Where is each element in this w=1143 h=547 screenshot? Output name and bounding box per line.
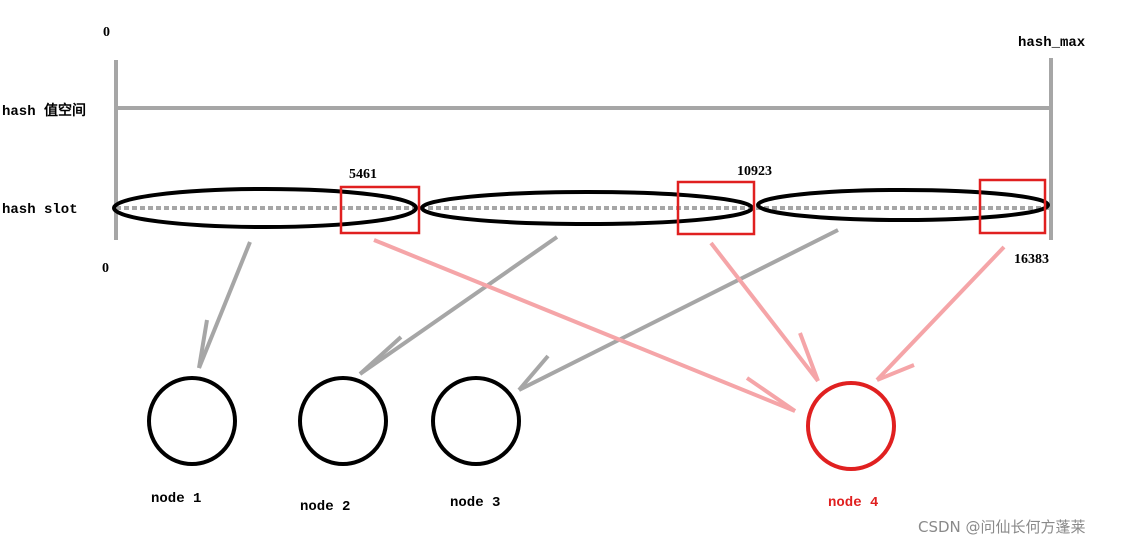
node-1-label: node 1 — [151, 491, 201, 507]
watermark-text: CSDN @问仙长何方蓬莱 — [918, 518, 1086, 536]
migrated-slot-box-2 — [676, 180, 756, 236]
hash-space-label: hash 值空间 — [2, 102, 86, 120]
migrated-slot-box-1 — [339, 185, 421, 235]
bottom-zero-label: 0 — [102, 261, 109, 276]
slot-range-ellipse-1 — [112, 187, 418, 229]
arrow-migrate2-to-node4 — [709, 241, 820, 383]
arrow-range1-to-node1 — [197, 241, 252, 369]
arrow-migrate3-to-node4 — [875, 245, 1006, 382]
arrow-range3-to-node3 — [517, 228, 839, 392]
arrow-migrate1-to-node4 — [373, 238, 797, 413]
node-2-label: node 2 — [300, 499, 350, 515]
node-2-circle — [298, 376, 388, 466]
node-4-circle — [806, 381, 896, 471]
top-zero-label: 0 — [103, 25, 110, 40]
node-4-label: node 4 — [828, 495, 878, 511]
boundary-10923-label: 10923 — [737, 164, 772, 179]
arrow-range2-to-node2 — [358, 235, 559, 376]
slot-range-ellipse-3 — [756, 188, 1050, 222]
node-1-circle — [147, 376, 237, 466]
slot-range-ellipse-2 — [420, 190, 754, 226]
hash-max-label: hash_max — [1018, 35, 1086, 51]
boundary-16383-label: 16383 — [1014, 252, 1049, 267]
node-3-circle — [431, 376, 521, 466]
boundary-5461-label: 5461 — [349, 167, 377, 182]
node-3-label: node 3 — [450, 495, 500, 511]
migrated-slot-box-3 — [978, 178, 1047, 235]
hash-slot-label: hash slot — [2, 202, 78, 218]
